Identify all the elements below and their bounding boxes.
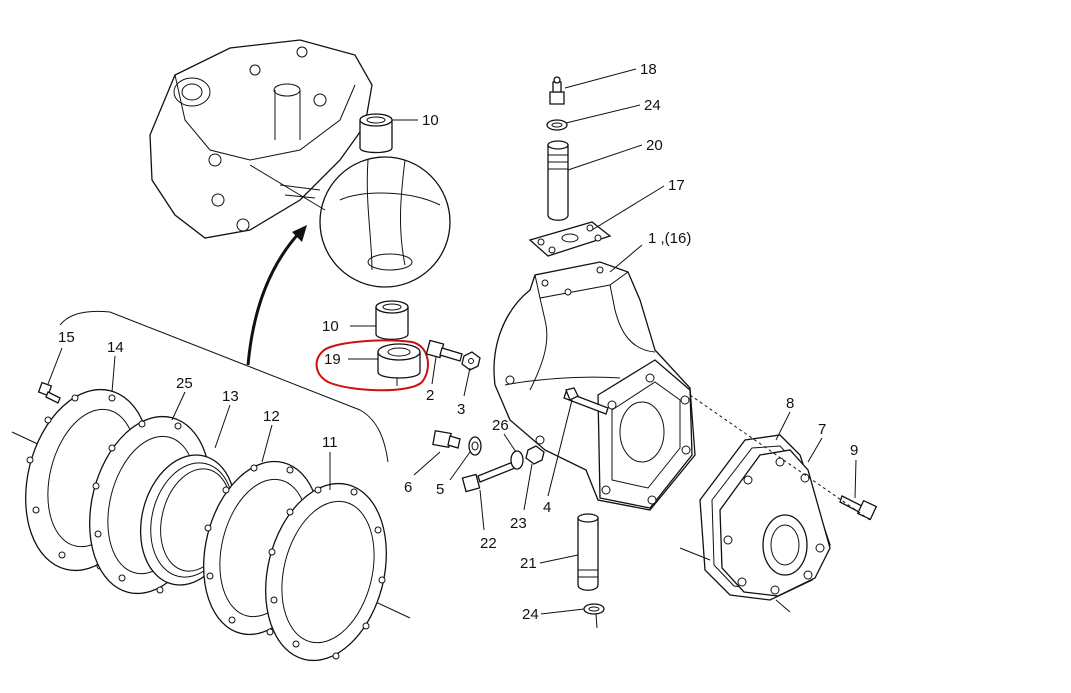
- callout-24-bottom: 24: [522, 606, 539, 623]
- highlight-ring-19: [315, 339, 429, 392]
- callout-20: 20: [646, 137, 663, 154]
- washer-24-bottom: [583, 603, 605, 629]
- kingpin-20: [547, 140, 569, 221]
- washer-26: [510, 450, 524, 470]
- nut-23: [525, 445, 545, 465]
- magnifier-circle: [249, 156, 451, 288]
- callout-26: 26: [492, 417, 509, 434]
- callout-10-bottom: 10: [322, 318, 339, 335]
- oil-seal-19: [377, 343, 421, 379]
- callout-23: 23: [510, 515, 527, 532]
- callout-17: 17: [668, 177, 685, 194]
- nut-3: [461, 351, 481, 371]
- bolt-9: [839, 495, 878, 521]
- lower-pin-21: [577, 513, 599, 591]
- callout-21: 21: [520, 555, 537, 572]
- callout-7: 7: [818, 421, 826, 438]
- centerline-right: [679, 394, 871, 613]
- grease-nipple-18: [549, 76, 565, 105]
- callout-22: 22: [480, 535, 497, 552]
- callout-24-top: 24: [644, 97, 661, 114]
- stud-4: [563, 387, 609, 415]
- cover-flange-7: [719, 449, 831, 597]
- callout-18: 18: [640, 61, 657, 78]
- callout-5: 5: [436, 481, 444, 498]
- bushing-10-top: [359, 113, 393, 154]
- callout-25: 25: [176, 375, 193, 392]
- callout-8: 8: [786, 395, 794, 412]
- callout-3: 3: [457, 401, 465, 418]
- plug-6: [432, 429, 461, 449]
- main-housing-1: [493, 261, 696, 511]
- housing-detail-view: [149, 39, 373, 239]
- gasket-bracket: [59, 310, 389, 463]
- bushing-10-bottom: [375, 300, 409, 340]
- callout-10-top: 10: [422, 112, 439, 129]
- leader-lines: [47, 68, 857, 615]
- bolt-2: [425, 339, 463, 362]
- callout-15: 15: [58, 329, 75, 346]
- callout-14: 14: [107, 339, 124, 356]
- callout-19: 19: [324, 351, 341, 368]
- callout-2: 2: [426, 387, 434, 404]
- detail-arrow: [246, 225, 307, 366]
- callout-9: 9: [850, 442, 858, 459]
- callout-11: 11: [322, 434, 338, 451]
- callout-labels: 18 24 20 17 1 ,(16) 10 10 19 15 14 25 13…: [58, 61, 858, 623]
- washer-5: [468, 436, 482, 456]
- callout-1-16: 1 ,(16): [648, 230, 691, 247]
- washer-24-top: [546, 119, 568, 131]
- callout-13: 13: [222, 388, 239, 405]
- callout-4: 4: [543, 499, 551, 516]
- callout-6: 6: [404, 479, 412, 496]
- flange-plate-17: [528, 221, 612, 257]
- callout-12: 12: [263, 408, 280, 425]
- gasket-11: [265, 482, 387, 662]
- bolt-15: [37, 381, 61, 404]
